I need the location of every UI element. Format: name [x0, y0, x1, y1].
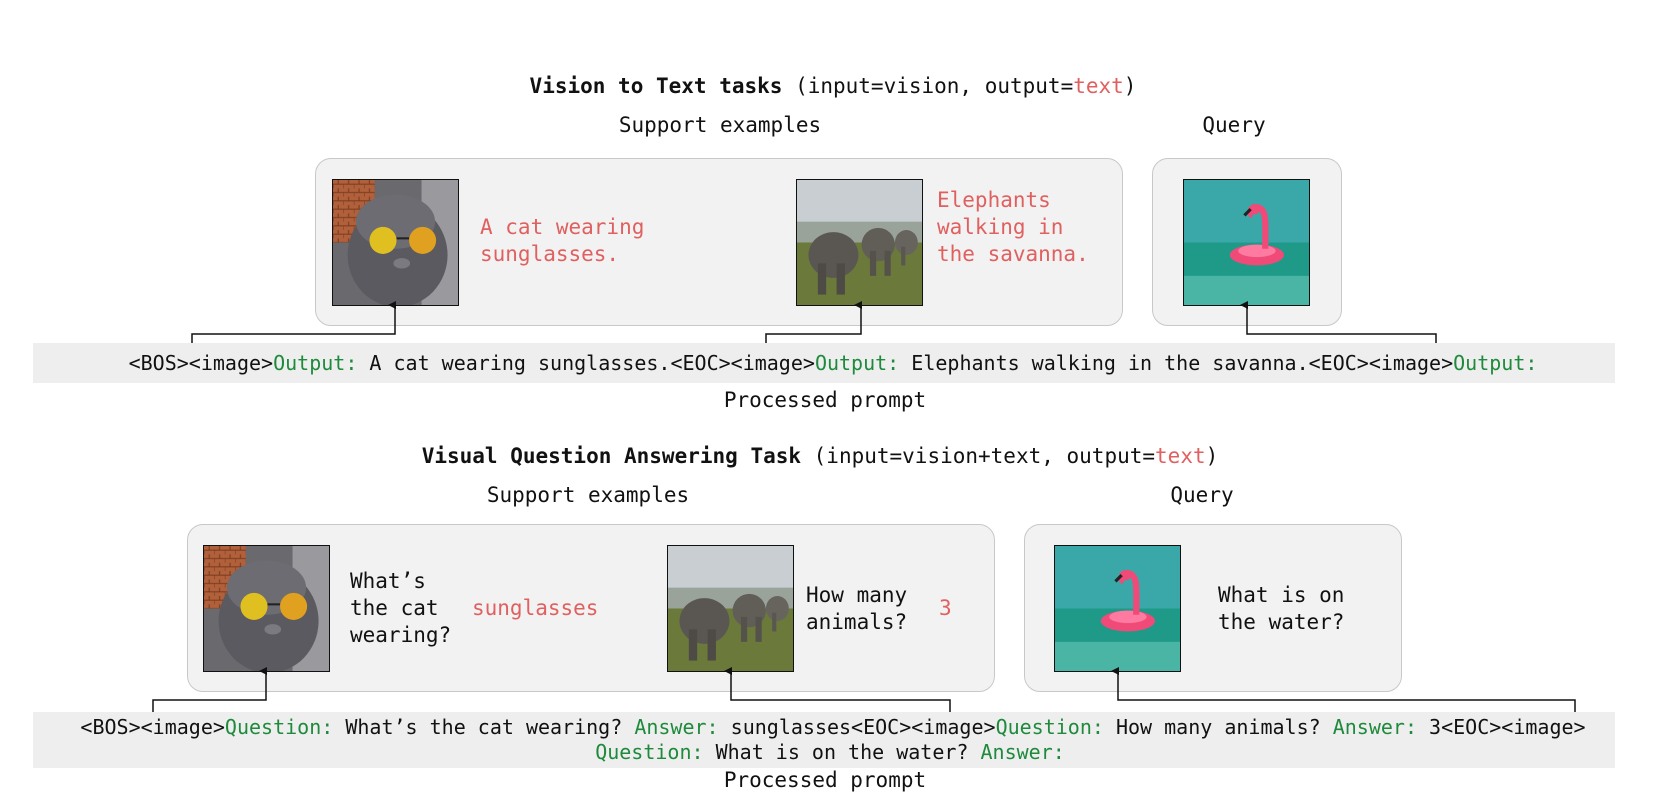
question-1: What’s the cat wearing?	[350, 569, 452, 647]
prompt-segment: What’s the cat wearing?	[333, 715, 635, 739]
prompt-segment: A cat wearing sunglasses.<EOC><image>	[357, 351, 815, 375]
section1-processed-prompt: <BOS><image>Output: A cat wearing sungla…	[0, 351, 1666, 375]
section1-title: Vision to Text tasks (input=vision, outp…	[529, 74, 1137, 98]
section1-prompt-band	[33, 343, 1615, 383]
prompt-segment: Answer:	[980, 740, 1065, 764]
arrow-elephants	[765, 301, 862, 343]
arrow-cat	[191, 301, 396, 343]
prompt-segment: Answer:	[634, 715, 719, 739]
section2-query-label: Query	[1170, 483, 1234, 507]
arrow-flamingo-vqa	[1111, 667, 1576, 712]
prompt-segment: Answer:	[1332, 715, 1418, 739]
answer-1: sunglasses	[472, 596, 599, 620]
question-2: How many animals?	[806, 583, 908, 634]
prompt-segment: Question:	[595, 740, 704, 764]
support-caption-1: A cat wearing sunglasses.	[480, 215, 645, 266]
section2-prompt-line2: Question: What is on the water? Answer:	[0, 740, 1660, 764]
section2-prompt-band	[33, 712, 1615, 768]
section2-processed-label: Processed prompt	[723, 768, 927, 792]
prompt-segment: sunglasses<EOC><image>	[718, 715, 996, 739]
prompt-segment: 3<EOC><image>	[1417, 715, 1586, 739]
section2-support-label: Support examples	[486, 483, 690, 507]
prompt-segment: Output:	[814, 351, 900, 375]
prompt-segment: What is on the water?	[703, 740, 981, 764]
section1-support-label: Support examples	[618, 113, 822, 137]
answer-2: 3	[939, 596, 952, 620]
prompt-segment: Output:	[1453, 351, 1538, 375]
arrow-elephants-vqa	[724, 667, 951, 712]
prompt-segment: Elephants walking in the savanna.<EOC><i…	[899, 351, 1454, 375]
prompt-segment: Question:	[224, 715, 334, 739]
question-3: What is on the water?	[1218, 583, 1345, 634]
prompt-segment: <BOS><image>	[128, 351, 274, 375]
arrow-flamingo	[1240, 301, 1437, 343]
prompt-segment: <BOS><image>	[80, 715, 225, 739]
section2-prompt-line1: <BOS><image>Question: What’s the cat wea…	[0, 715, 1666, 739]
prompt-segment: Question:	[995, 715, 1104, 739]
section1-query-label: Query	[1202, 113, 1266, 137]
support-caption-2: Elephants walking in the savanna.	[937, 188, 1089, 266]
arrow-cat-vqa	[152, 667, 267, 712]
prompt-segment: Output:	[273, 351, 358, 375]
section2-title: Visual Question Answering Task (input=vi…	[421, 444, 1219, 468]
prompt-segment: How many animals?	[1103, 715, 1333, 739]
section1-processed-label: Processed prompt	[723, 388, 927, 412]
